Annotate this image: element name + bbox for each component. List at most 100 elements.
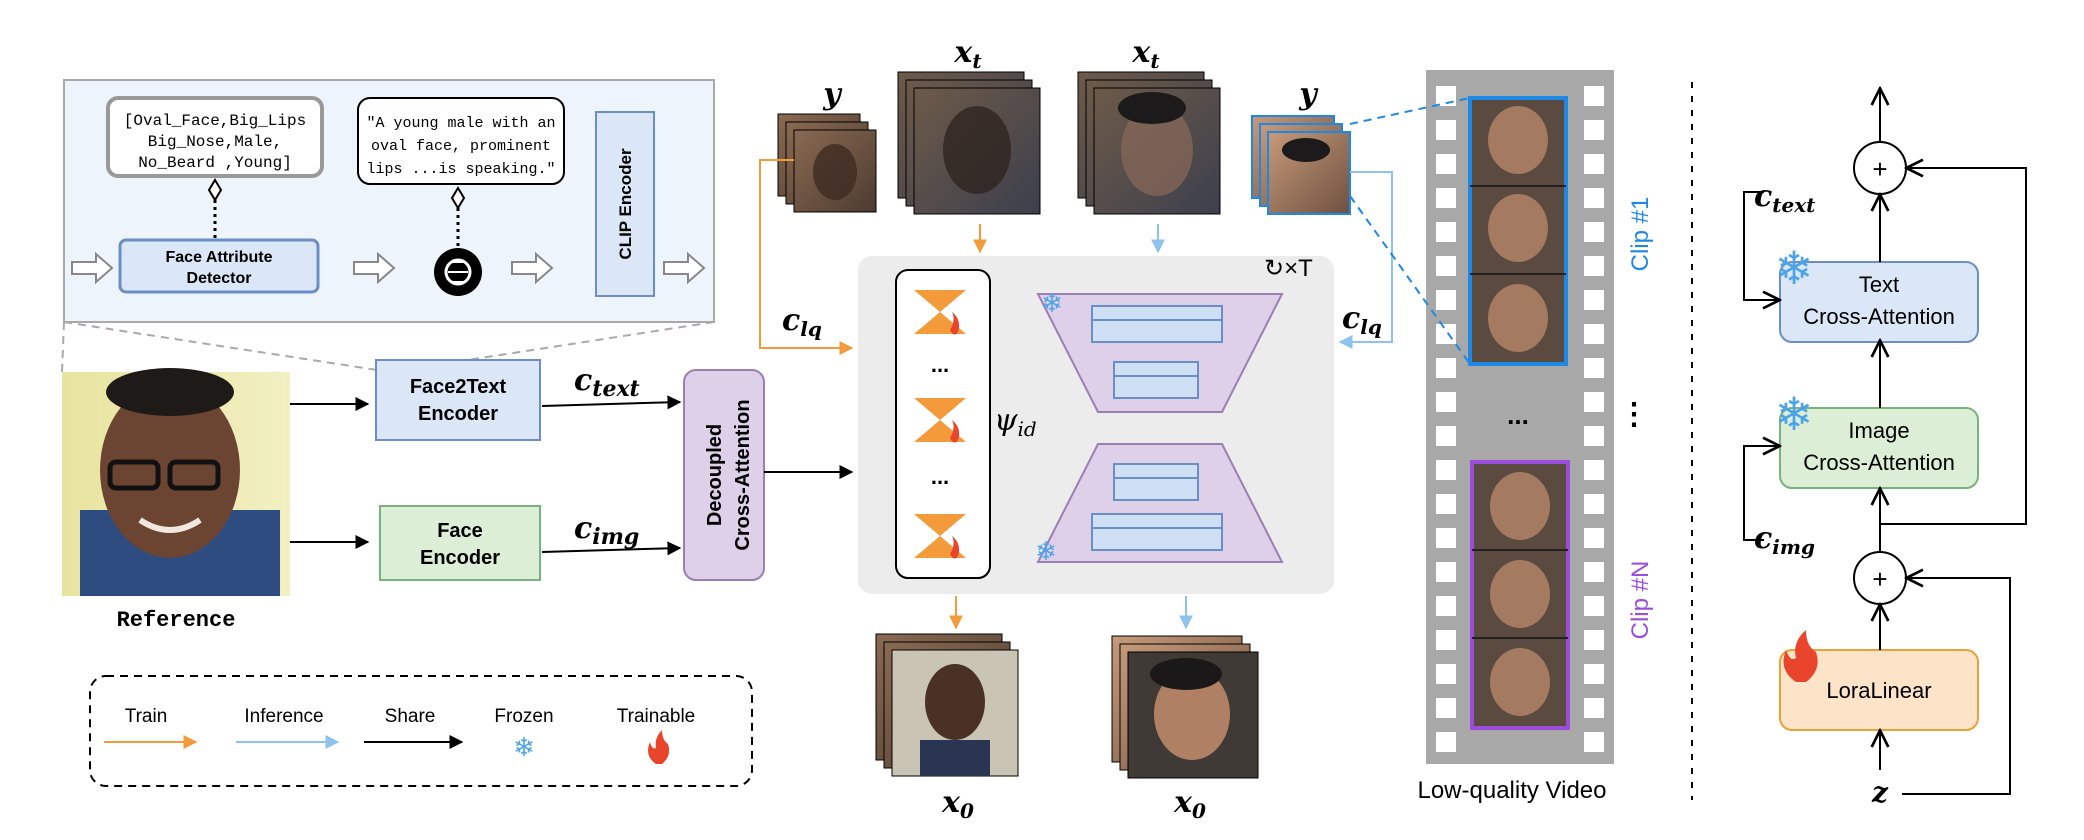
- caption-line1: "A young male with an: [366, 115, 555, 132]
- legend-trainable-label: Trainable: [617, 706, 696, 727]
- frame-stack-xt-right: [1077, 71, 1221, 215]
- x0-right-label: x0: [1173, 785, 1206, 823]
- frame-stack-y-right: [1251, 115, 1351, 215]
- image-attn-line2: Cross-Attention: [1803, 450, 1955, 475]
- legend-inference-label: Inference: [244, 706, 323, 727]
- low-quality-video-label: Low-quality Video: [1417, 777, 1606, 804]
- film-sprocket-hole: [1584, 188, 1604, 208]
- legend-snowflake-icon: ❄: [513, 732, 535, 762]
- decoupled-line2: Cross-Attention: [732, 399, 754, 550]
- film-sprocket-hole: [1584, 630, 1604, 650]
- x0-left-label: x0: [941, 785, 974, 823]
- attributes-box: [106, 96, 324, 178]
- film-sprocket-hole: [1584, 222, 1604, 242]
- film-sprockets: [1436, 86, 1604, 752]
- block-c-text-label: ctext: [1754, 179, 1816, 217]
- frozen-snowflake-icon: ❄: [1775, 388, 1814, 440]
- attributes-line2: Big_Nose,Male,: [148, 133, 282, 151]
- detector-line1: Face Attribute: [166, 249, 273, 266]
- frame-stack-y-left: [777, 113, 877, 213]
- psi-id-label: ψid: [994, 403, 1037, 441]
- legend-flame-icon: [648, 730, 670, 764]
- lora-adapter-icon: [914, 398, 966, 443]
- attributes-line1: [Oval_Face,Big_Lips: [124, 112, 306, 130]
- loop-times-label: ↻×T: [1264, 255, 1313, 282]
- image-attn-line1: Image: [1848, 418, 1909, 443]
- lora-linear-label: LoraLinear: [1826, 678, 1931, 703]
- film-sprocket-hole: [1584, 460, 1604, 480]
- film-dots: ...: [1507, 400, 1529, 430]
- face-attribute-detector: [118, 238, 320, 294]
- z-label: z: [1871, 776, 1889, 809]
- film-sprocket-hole: [1584, 664, 1604, 684]
- lora-adapter-icon: [914, 514, 966, 559]
- unet-encoder: [1036, 293, 1284, 413]
- film-sprocket-hole: [1436, 256, 1456, 276]
- film-sprocket-hole: [1436, 426, 1456, 446]
- unet-decoder: [1036, 443, 1284, 563]
- film-sprocket-hole: [1436, 392, 1456, 412]
- text-attn-line1: Text: [1859, 272, 1899, 297]
- face2text-line1: Face2Text: [410, 376, 507, 398]
- film-sprocket-hole: [1436, 324, 1456, 344]
- frozen-snowflake-icon: ❄: [1775, 242, 1814, 294]
- clip-encoder-label: CLIP Encoder: [616, 148, 635, 260]
- film-sprocket-hole: [1436, 630, 1456, 650]
- film-sprocket-hole: [1584, 494, 1604, 514]
- film-sprocket-hole: [1436, 494, 1456, 514]
- reference-label: Reference: [117, 608, 236, 633]
- openai-logo-icon: [434, 248, 482, 296]
- face-encoder-line1: Face: [437, 520, 483, 542]
- hollow-arrow-icon: [353, 251, 396, 285]
- clip-n-label: Clip #N: [1627, 561, 1654, 640]
- frame-stack-x0-right: [1111, 635, 1259, 779]
- face2text-line2: Encoder: [418, 403, 498, 425]
- trainable-flame-icon: [1783, 630, 1818, 682]
- legend-share-label: Share: [385, 706, 436, 727]
- caption-line3: lips ...is speaking.": [366, 161, 555, 178]
- film-sprocket-hole: [1436, 596, 1456, 616]
- film-sprocket-hole: [1584, 290, 1604, 310]
- film-sprocket-hole: [1584, 358, 1604, 378]
- film-sprocket-hole: [1584, 732, 1604, 752]
- psi-dots-top: ...: [931, 352, 949, 377]
- c-lq-right-label: clq: [1342, 301, 1382, 339]
- film-sprocket-hole: [1584, 528, 1604, 548]
- c-lq-left-label: clq: [782, 303, 822, 341]
- low-quality-video-strip: ...: [1426, 70, 1614, 764]
- plus-bottom: +: [1872, 564, 1887, 594]
- decoupled-line1: Decoupled: [704, 424, 726, 526]
- clip-encoder: [595, 111, 655, 297]
- hollow-arrow-icon: [663, 251, 706, 285]
- hollow-arrow-icon: [511, 251, 554, 285]
- legend-frozen-label: Frozen: [494, 706, 553, 727]
- film-sprocket-hole: [1436, 358, 1456, 378]
- face2text-encoder: Face2Text Encoder: [375, 359, 541, 441]
- y-left-label: y: [822, 77, 843, 112]
- caption-box: [357, 97, 565, 185]
- film-sprocket-hole: [1584, 154, 1604, 174]
- film-sprocket-hole: [1584, 698, 1604, 718]
- film-sprocket-hole: [1436, 664, 1456, 684]
- detector-line2: Detector: [187, 270, 252, 287]
- film-sprocket-hole: [1436, 732, 1456, 752]
- film-sprocket-hole: [1436, 460, 1456, 480]
- frozen-snowflake-icon: ❄: [1041, 288, 1063, 318]
- film-sprocket-hole: [1584, 256, 1604, 276]
- film-sprocket-hole: [1436, 120, 1456, 140]
- film-sprocket-hole: [1436, 698, 1456, 718]
- frame-stack-x0-left: [875, 633, 1019, 777]
- block-c-img-label: cimg: [1754, 521, 1815, 559]
- attribute-panel: [Oval_Face,Big_Lips Big_Nose,Male, No_Be…: [61, 79, 715, 373]
- film-sprocket-hole: [1584, 426, 1604, 446]
- film-sprocket-hole: [1584, 324, 1604, 344]
- film-sprocket-hole: [1436, 528, 1456, 548]
- xt-right-label: xt: [1131, 35, 1160, 73]
- frozen-snowflake-icon: ❄: [1035, 536, 1057, 566]
- decoupled-cross-attention: Decoupled Cross-Attention: [683, 369, 765, 581]
- attributes-line3: No_Beard ,Young]: [138, 154, 292, 172]
- psi-dots-bottom: ...: [931, 464, 949, 489]
- film-sprocket-hole: [1584, 562, 1604, 582]
